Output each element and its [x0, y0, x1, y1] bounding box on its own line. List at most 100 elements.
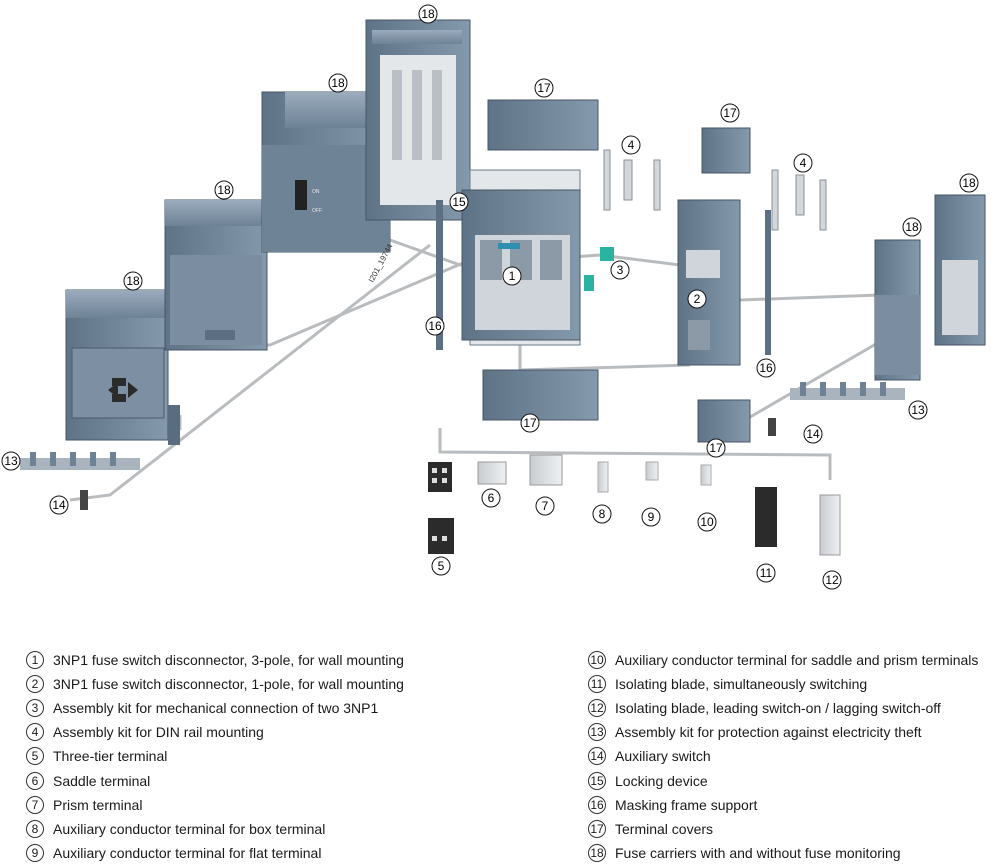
legend-item-2: 2 3NP1 fuse switch disconnector, 1-pole, …: [26, 672, 506, 696]
callout-9-flat-aux: 9: [641, 507, 661, 527]
callouts: 1 2 3 4 4 5 6 7 8 9 10 11 12 13 13 14 14…: [1, 4, 979, 590]
svg-text:5: 5: [438, 559, 445, 573]
legend-text: Prism terminal: [53, 796, 143, 813]
svg-text:14: 14: [806, 427, 820, 441]
svg-text:13: 13: [911, 403, 925, 417]
callout-18-b: 18: [328, 73, 348, 93]
callout-2-on-1pole: 2: [687, 289, 707, 309]
svg-text:18: 18: [217, 183, 231, 197]
legend-number: 4: [26, 723, 44, 742]
callout-7-prism: 7: [535, 496, 555, 516]
three-tier-terminal: [428, 462, 454, 554]
fuse-switch-3pole: [461, 99, 614, 346]
callout-18-f: 18: [959, 173, 979, 193]
svg-text:18: 18: [421, 7, 435, 21]
callout-10-saddle-prism-aux: 10: [697, 512, 717, 532]
svg-text:18: 18: [331, 76, 345, 90]
din-rail-kit-left: [603, 149, 661, 211]
legend-number: 1: [26, 651, 44, 670]
legend-text: Auxiliary conductor terminal for saddle …: [615, 652, 979, 669]
callout-8-box-aux: 8: [592, 504, 612, 524]
terminal-cover-1pole-bottom: [697, 399, 751, 443]
fuse-carrier-2: [164, 199, 268, 351]
svg-text:15: 15: [452, 195, 466, 209]
svg-text:7: 7: [542, 499, 549, 513]
legend-item-13: 13 Assembly kit for protection against el…: [588, 720, 1000, 744]
terminal-cover-3pole-bottom: [482, 369, 599, 421]
saddle-terminal: [477, 461, 507, 485]
prism-terminal: [529, 454, 563, 486]
legend-number: 18: [588, 843, 606, 862]
svg-text:16: 16: [428, 319, 442, 333]
isolating-blade-leading: [819, 494, 841, 556]
aux-terminal-saddle-prism: [700, 464, 712, 486]
legend-text: Auxiliary conductor terminal for flat te…: [53, 844, 322, 861]
legend-number: 16: [588, 795, 606, 814]
legend-item-18: 18 Fuse carriers with and without fuse mo…: [588, 841, 1000, 865]
theft-protection-kit-left: [20, 452, 140, 470]
legend-text: Isolating blade, leading switch-on / lag…: [615, 700, 941, 717]
svg-text:17: 17: [709, 441, 723, 455]
legend-text: Assembly kit for DIN rail mounting: [53, 724, 264, 741]
legend-text: Saddle terminal: [53, 772, 151, 789]
legend-text: 3NP1 fuse switch disconnector, 1-pole, f…: [53, 676, 404, 693]
aux-terminal-box: [597, 461, 609, 493]
din-rail-kit-right: [771, 169, 827, 231]
legend-number: 3: [26, 699, 44, 718]
fuse-carrier-4-open-frame: [365, 19, 471, 221]
masking-frame-support-right: [765, 210, 771, 355]
callout-4-left-din: 4: [621, 135, 641, 155]
callout-13-left: 13: [1, 451, 21, 471]
callout-18-c: 18: [214, 180, 234, 200]
callout-11-isolating-blade: 11: [756, 563, 776, 583]
theft-protection-kit-right: [790, 382, 905, 400]
on-label: ON: [312, 189, 320, 195]
legend-number: 2: [26, 675, 44, 694]
legend-text: Isolating blade, simultaneously switchin…: [615, 676, 868, 693]
legend-number: 10: [588, 651, 606, 670]
callout-14-left: 14: [49, 495, 69, 515]
svg-text:2: 2: [694, 292, 701, 306]
legend-text: Fuse carriers with and without fuse moni…: [615, 844, 901, 861]
callout-17-bottom-1pole: 17: [706, 438, 726, 458]
legend-text: Three-tier terminal: [53, 748, 168, 765]
fuse-carrier-1: [65, 289, 180, 445]
callout-4-right-din: 4: [793, 153, 813, 173]
svg-text:6: 6: [488, 491, 495, 505]
callout-14-right: 14: [803, 424, 823, 444]
callout-3-assembly-kit: 3: [610, 260, 630, 280]
legend-number: 17: [588, 819, 606, 838]
svg-text:17: 17: [723, 106, 737, 120]
legend-number: 5: [26, 747, 44, 766]
svg-text:17: 17: [523, 416, 537, 430]
auxiliary-switch-left: [80, 490, 88, 510]
svg-text:1: 1: [509, 269, 516, 283]
callout-18-d: 18: [123, 271, 143, 291]
legend-text: Auxiliary conductor terminal for box ter…: [53, 820, 326, 837]
legend-number: 7: [26, 795, 44, 814]
fuse-switch-1pole: [677, 127, 751, 366]
svg-text:3: 3: [617, 263, 624, 277]
svg-text:18: 18: [962, 176, 976, 190]
callout-15-locking: 15: [449, 192, 469, 212]
legend-item-7: 7 Prism terminal: [26, 793, 506, 817]
svg-text:10: 10: [700, 515, 714, 529]
svg-text:11: 11: [760, 566, 773, 580]
legend-number: 13: [588, 723, 606, 742]
masking-frame-support-left: [436, 200, 443, 350]
legend-text: Assembly kit for protection against elec…: [615, 724, 922, 741]
fuse-carrier-5: [874, 239, 921, 381]
auxiliary-switch-right: [768, 418, 776, 436]
fuse-carrier-6: [934, 194, 986, 346]
callout-16-left: 16: [425, 316, 445, 336]
product-exploded-diagram: ON OFF I201_19744: [1, 4, 986, 590]
svg-text:14: 14: [52, 498, 66, 512]
legend-item-5: 5 Three-tier terminal: [26, 744, 506, 768]
